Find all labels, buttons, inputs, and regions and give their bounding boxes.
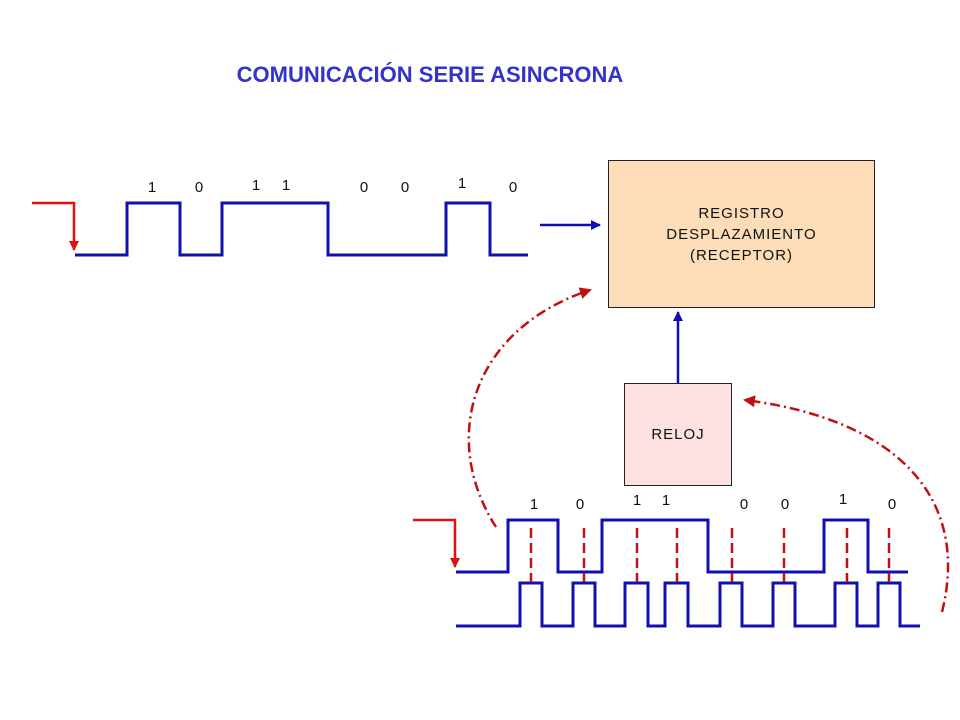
- register-label-line3: (RECEPTOR): [689, 246, 794, 264]
- bottom-bit-label: 1: [633, 492, 641, 509]
- top-bit-label: 0: [401, 179, 409, 196]
- register-label-line1: REGISTRO: [698, 204, 785, 222]
- shift-register-box: REGISTRO DESPLAZAMIENTO (RECEPTOR): [608, 160, 875, 308]
- bottom-bit-label: 0: [576, 496, 584, 513]
- page-title: COMUNICACIÓN SERIE ASINCRONA: [236, 62, 624, 87]
- clock-label: RELOJ: [651, 426, 705, 443]
- bottom-bit-labels: 1 0 1 1 0 0 1 0: [530, 491, 896, 513]
- top-bit-label: 1: [458, 175, 466, 192]
- top-bit-labels: 1 0 1 1 0 0 1 0: [148, 175, 517, 196]
- top-bit-label: 1: [282, 177, 290, 194]
- bottom-bit-label: 0: [740, 496, 748, 513]
- sync-curve-to-clock: [743, 395, 950, 613]
- clock-pulse-train: [456, 581, 920, 628]
- bottom-bit-label: 0: [781, 496, 789, 513]
- top-bit-label: 0: [509, 179, 517, 196]
- bottom-bit-label: 1: [662, 492, 670, 509]
- sample-markers: [529, 528, 891, 582]
- bottom-bit-label: 1: [530, 496, 538, 513]
- top-bit-label: 0: [195, 179, 203, 196]
- top-start-arrow: [32, 201, 79, 251]
- bottom-start-arrow: [413, 518, 460, 568]
- top-bit-label: 1: [148, 179, 156, 196]
- top-signal-waveform: [75, 201, 528, 257]
- top-bit-label: 1: [252, 177, 260, 194]
- sync-curve-to-register: [467, 287, 592, 528]
- bottom-bit-label: 1: [839, 491, 847, 508]
- top-bit-label: 0: [360, 179, 368, 196]
- bottom-bit-label: 0: [888, 496, 896, 513]
- register-label-line2: DESPLAZAMIENTO: [666, 225, 817, 243]
- bottom-signal-waveform: [456, 518, 908, 574]
- clock-box: RELOJ: [624, 383, 732, 486]
